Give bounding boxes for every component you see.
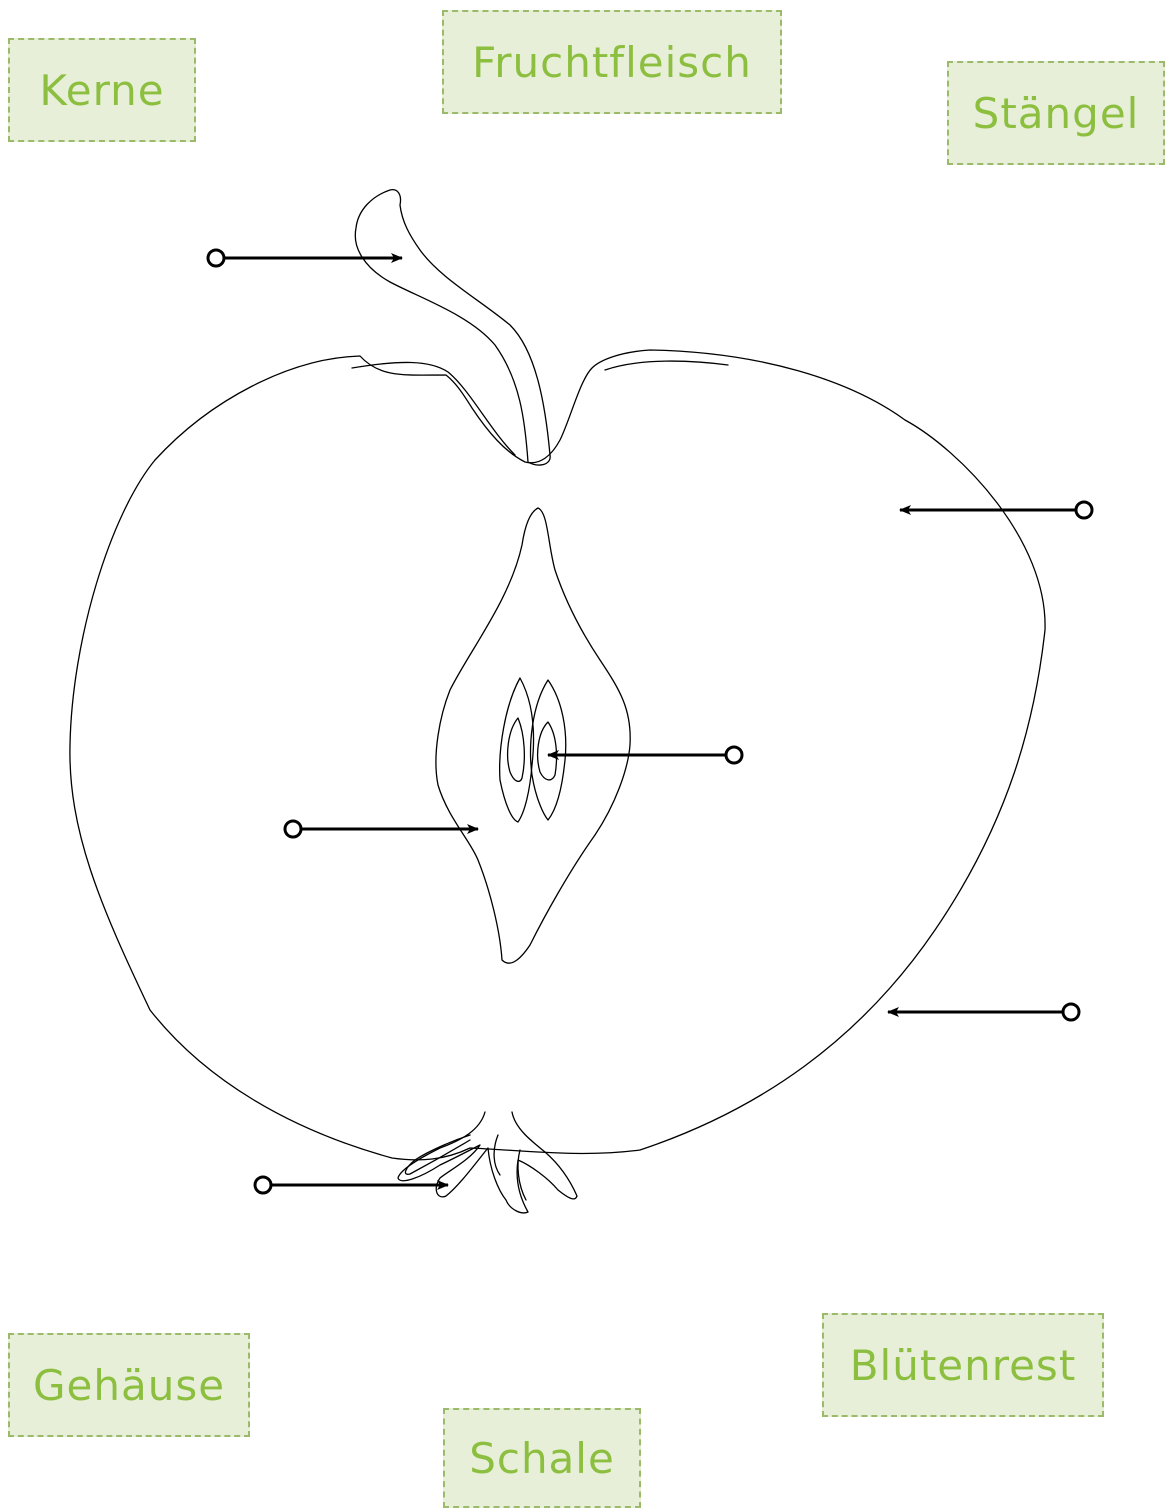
apple-seed-right	[531, 680, 566, 820]
apple-stem	[355, 190, 550, 465]
stem-cavity-line-right	[605, 361, 728, 370]
blossom-remnant	[398, 1112, 577, 1213]
blossom-remnant-petal-2	[494, 1135, 500, 1175]
pointer-dot-skin[interactable]	[1063, 1004, 1079, 1020]
pointer-dot-blossom[interactable]	[255, 1177, 271, 1193]
pointer-dot-seeds[interactable]	[726, 747, 742, 763]
apple-seed-left	[500, 678, 534, 822]
stem-cavity-line	[352, 362, 515, 455]
pointer-dot-core[interactable]	[285, 821, 301, 837]
apple-seed-left-inner	[508, 718, 525, 781]
pointer-dot-stem[interactable]	[208, 250, 224, 266]
pointer-dot-flesh[interactable]	[1076, 502, 1092, 518]
apple-seed-right-inner	[538, 722, 557, 780]
